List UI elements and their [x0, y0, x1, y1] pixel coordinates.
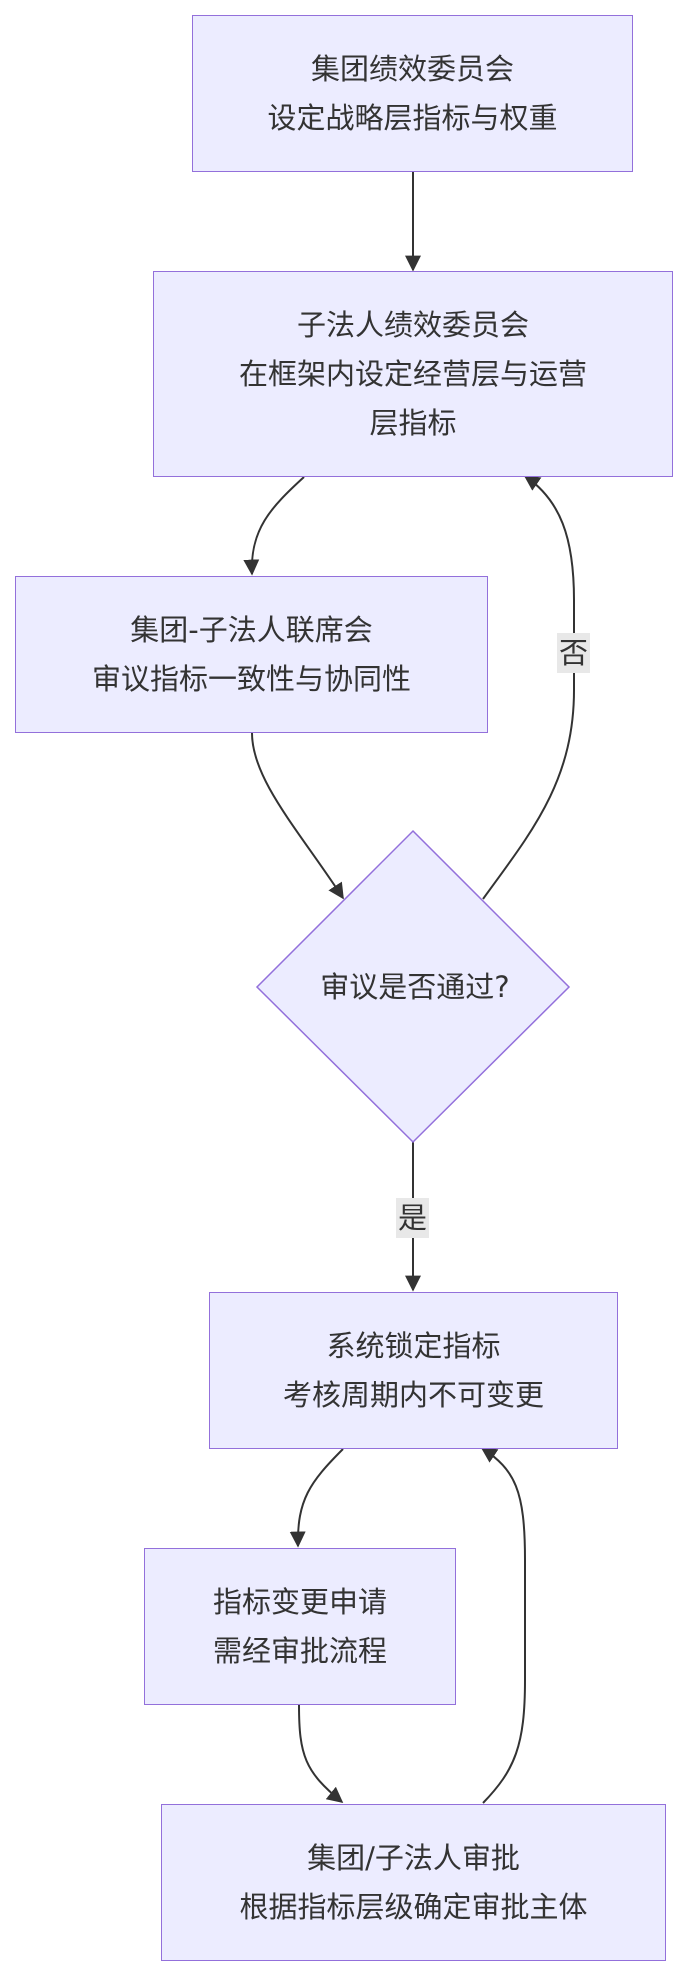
node-change-request-line-2: 需经审批流程 — [212, 1633, 387, 1668]
edge-label-no: 否 — [557, 633, 591, 673]
node-change-request-line-1: 指标变更申请 — [212, 1584, 387, 1619]
edge-change-to-approval — [298, 1704, 344, 1804]
edge-sub-to-joint — [243, 476, 305, 576]
edge-decision-no — [482, 475, 575, 900]
node-sub-committee: 子法人绩效委员会 在框架内设定经营层与运营 层指标 — [153, 271, 673, 477]
node-sub-committee-line-2: 在框架内设定经营层与运营 — [238, 356, 587, 391]
decision-diamond — [255, 829, 571, 1144]
edge-label-yes: 是 — [396, 1198, 430, 1238]
edge-joint-to-decision — [251, 732, 344, 900]
node-group-committee-line-2: 设定战略层指标与权重 — [267, 100, 558, 135]
node-lock-line-2: 考核周期内不可变更 — [282, 1377, 544, 1412]
node-sub-committee-line-3: 层指标 — [369, 405, 457, 440]
node-sub-committee-line-1: 子法人绩效委员会 — [296, 307, 529, 342]
edge-lock-to-change — [289, 1448, 344, 1548]
node-joint-meeting-line-1: 集团-子法人联席会 — [130, 612, 373, 647]
node-change-request: 指标变更申请 需经审批流程 — [144, 1548, 456, 1705]
node-approval-line-2: 根据指标层级确定审批主体 — [239, 1889, 588, 1924]
node-approval: 集团/子法人审批 根据指标层级确定审批主体 — [161, 1804, 666, 1961]
decision-label: 审议是否通过? — [320, 970, 510, 1004]
node-joint-meeting: 集团-子法人联席会 审议指标一致性与协同性 — [15, 576, 488, 733]
node-group-committee: 集团绩效委员会 设定战略层指标与权重 — [192, 15, 633, 172]
node-approval-line-1: 集团/子法人审批 — [307, 1840, 520, 1875]
node-lock: 系统锁定指标 考核周期内不可变更 — [209, 1292, 618, 1449]
node-lock-line-1: 系统锁定指标 — [326, 1328, 501, 1363]
node-joint-meeting-line-2: 审议指标一致性与协同性 — [91, 661, 411, 696]
edge-approval-to-lock — [480, 1447, 526, 1804]
node-group-committee-line-1: 集团绩效委员会 — [310, 51, 514, 86]
